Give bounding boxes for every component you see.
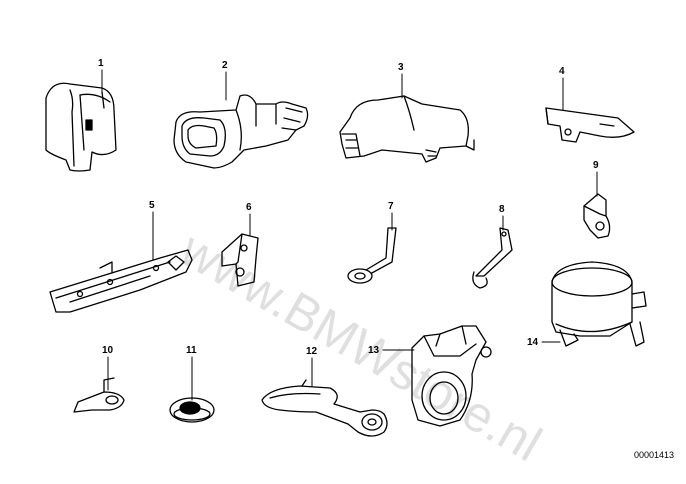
callout-6: 6 bbox=[246, 202, 252, 213]
part-9-clip bbox=[583, 193, 611, 239]
callout-11: 11 bbox=[186, 345, 197, 356]
callout-4: 4 bbox=[559, 66, 565, 77]
callout-7: 7 bbox=[388, 201, 394, 212]
part-14-canister bbox=[551, 261, 647, 347]
callout-3: 3 bbox=[398, 62, 404, 73]
leader-lines bbox=[101, 69, 598, 401]
callout-5: 5 bbox=[149, 200, 155, 211]
part-6-angle-bracket bbox=[221, 233, 259, 287]
part-13-housing bbox=[411, 325, 492, 427]
part-1-cover bbox=[45, 82, 117, 172]
diagram-code: 00001413 bbox=[633, 450, 674, 460]
part-8-bent-strap bbox=[472, 227, 513, 289]
callout-1: 1 bbox=[98, 58, 104, 69]
callout-9: 9 bbox=[593, 160, 599, 171]
callout-10: 10 bbox=[102, 345, 114, 356]
callout-14: 14 bbox=[527, 337, 539, 348]
part-3-molded-cover bbox=[339, 95, 475, 163]
part-4-bracket bbox=[545, 107, 635, 143]
callout-8: 8 bbox=[499, 204, 505, 215]
callout-2: 2 bbox=[222, 60, 228, 71]
part-12-holder bbox=[261, 379, 388, 437]
part-11-grommet bbox=[169, 397, 215, 423]
part-5-plate bbox=[49, 249, 193, 313]
part-10-tab-washer bbox=[73, 377, 125, 413]
callout-13: 13 bbox=[368, 345, 380, 356]
part-2-boot bbox=[173, 94, 309, 169]
callout-12: 12 bbox=[306, 346, 318, 357]
part-7-strap bbox=[347, 227, 397, 284]
